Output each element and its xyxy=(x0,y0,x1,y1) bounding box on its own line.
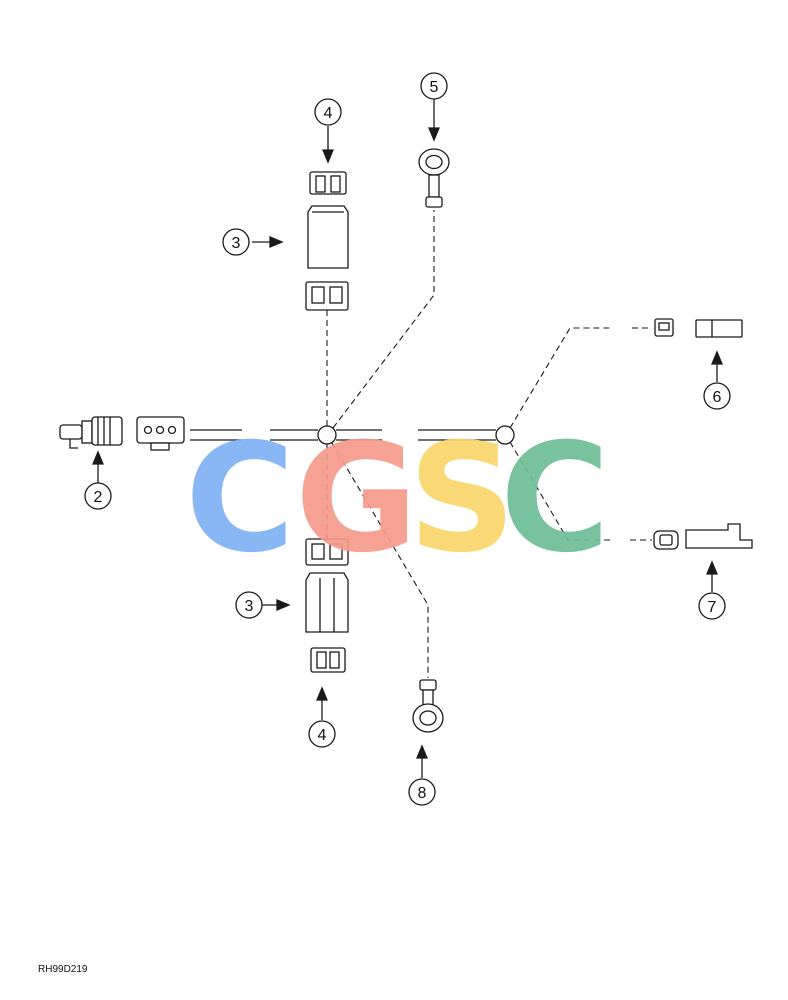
watermark-letter-s: S xyxy=(408,412,516,586)
connector-7 xyxy=(653,523,753,550)
callout-label-4-upper: 4 xyxy=(324,105,333,122)
callout-label-3-lower: 3 xyxy=(245,598,254,615)
wire-to-connector-6 xyxy=(509,327,612,429)
callout-label-3-upper: 3 xyxy=(232,235,241,252)
wire-to-connector-7 xyxy=(509,441,612,541)
upper-fuse-base xyxy=(305,281,349,311)
junction-node-right xyxy=(495,425,515,445)
callout-label-5: 5 xyxy=(430,79,439,96)
watermark-letter-c1: C xyxy=(185,412,295,586)
lower-fuse-base xyxy=(305,538,349,566)
connector-6 xyxy=(654,318,743,338)
ring-terminal-5 xyxy=(418,148,450,208)
callout-2: 2 xyxy=(84,482,112,510)
callout-7: 7 xyxy=(698,592,726,620)
upper-fuse-holder-3 xyxy=(307,205,349,269)
lower-fuse-holder-3 xyxy=(305,572,349,633)
main-harness xyxy=(190,429,496,441)
watermark-letter-c2: C xyxy=(500,412,610,586)
callout-3-upper: 3 xyxy=(222,228,250,256)
callout-4-upper: 4 xyxy=(314,98,342,126)
callout-label-7: 7 xyxy=(708,599,717,616)
callout-arrows xyxy=(92,99,723,778)
lower-fuse-4 xyxy=(310,647,346,673)
ring-terminal-8 xyxy=(412,679,444,733)
callout-8: 8 xyxy=(408,778,436,806)
callout-5: 5 xyxy=(420,72,448,100)
callout-label-6: 6 xyxy=(713,389,722,406)
watermark-letter-g: G xyxy=(295,412,418,586)
harness-end-connector-2 xyxy=(59,416,185,451)
callout-label-4-lower: 4 xyxy=(318,727,327,744)
upper-fuse-4 xyxy=(309,171,347,195)
wire-to-upper-eyelet xyxy=(332,210,435,429)
wire-to-lower-eyelet xyxy=(331,442,429,678)
callout-4-lower: 4 xyxy=(308,720,336,748)
figure-code: RH99D219 xyxy=(38,964,88,975)
callouts: 2 3 3 4 4 5 6 7 xyxy=(84,72,731,806)
callout-label-8: 8 xyxy=(418,785,427,802)
watermark: C G S C xyxy=(185,412,610,586)
callout-6: 6 xyxy=(703,382,731,410)
callout-3-lower: 3 xyxy=(235,591,263,619)
callout-label-2: 2 xyxy=(94,489,103,506)
